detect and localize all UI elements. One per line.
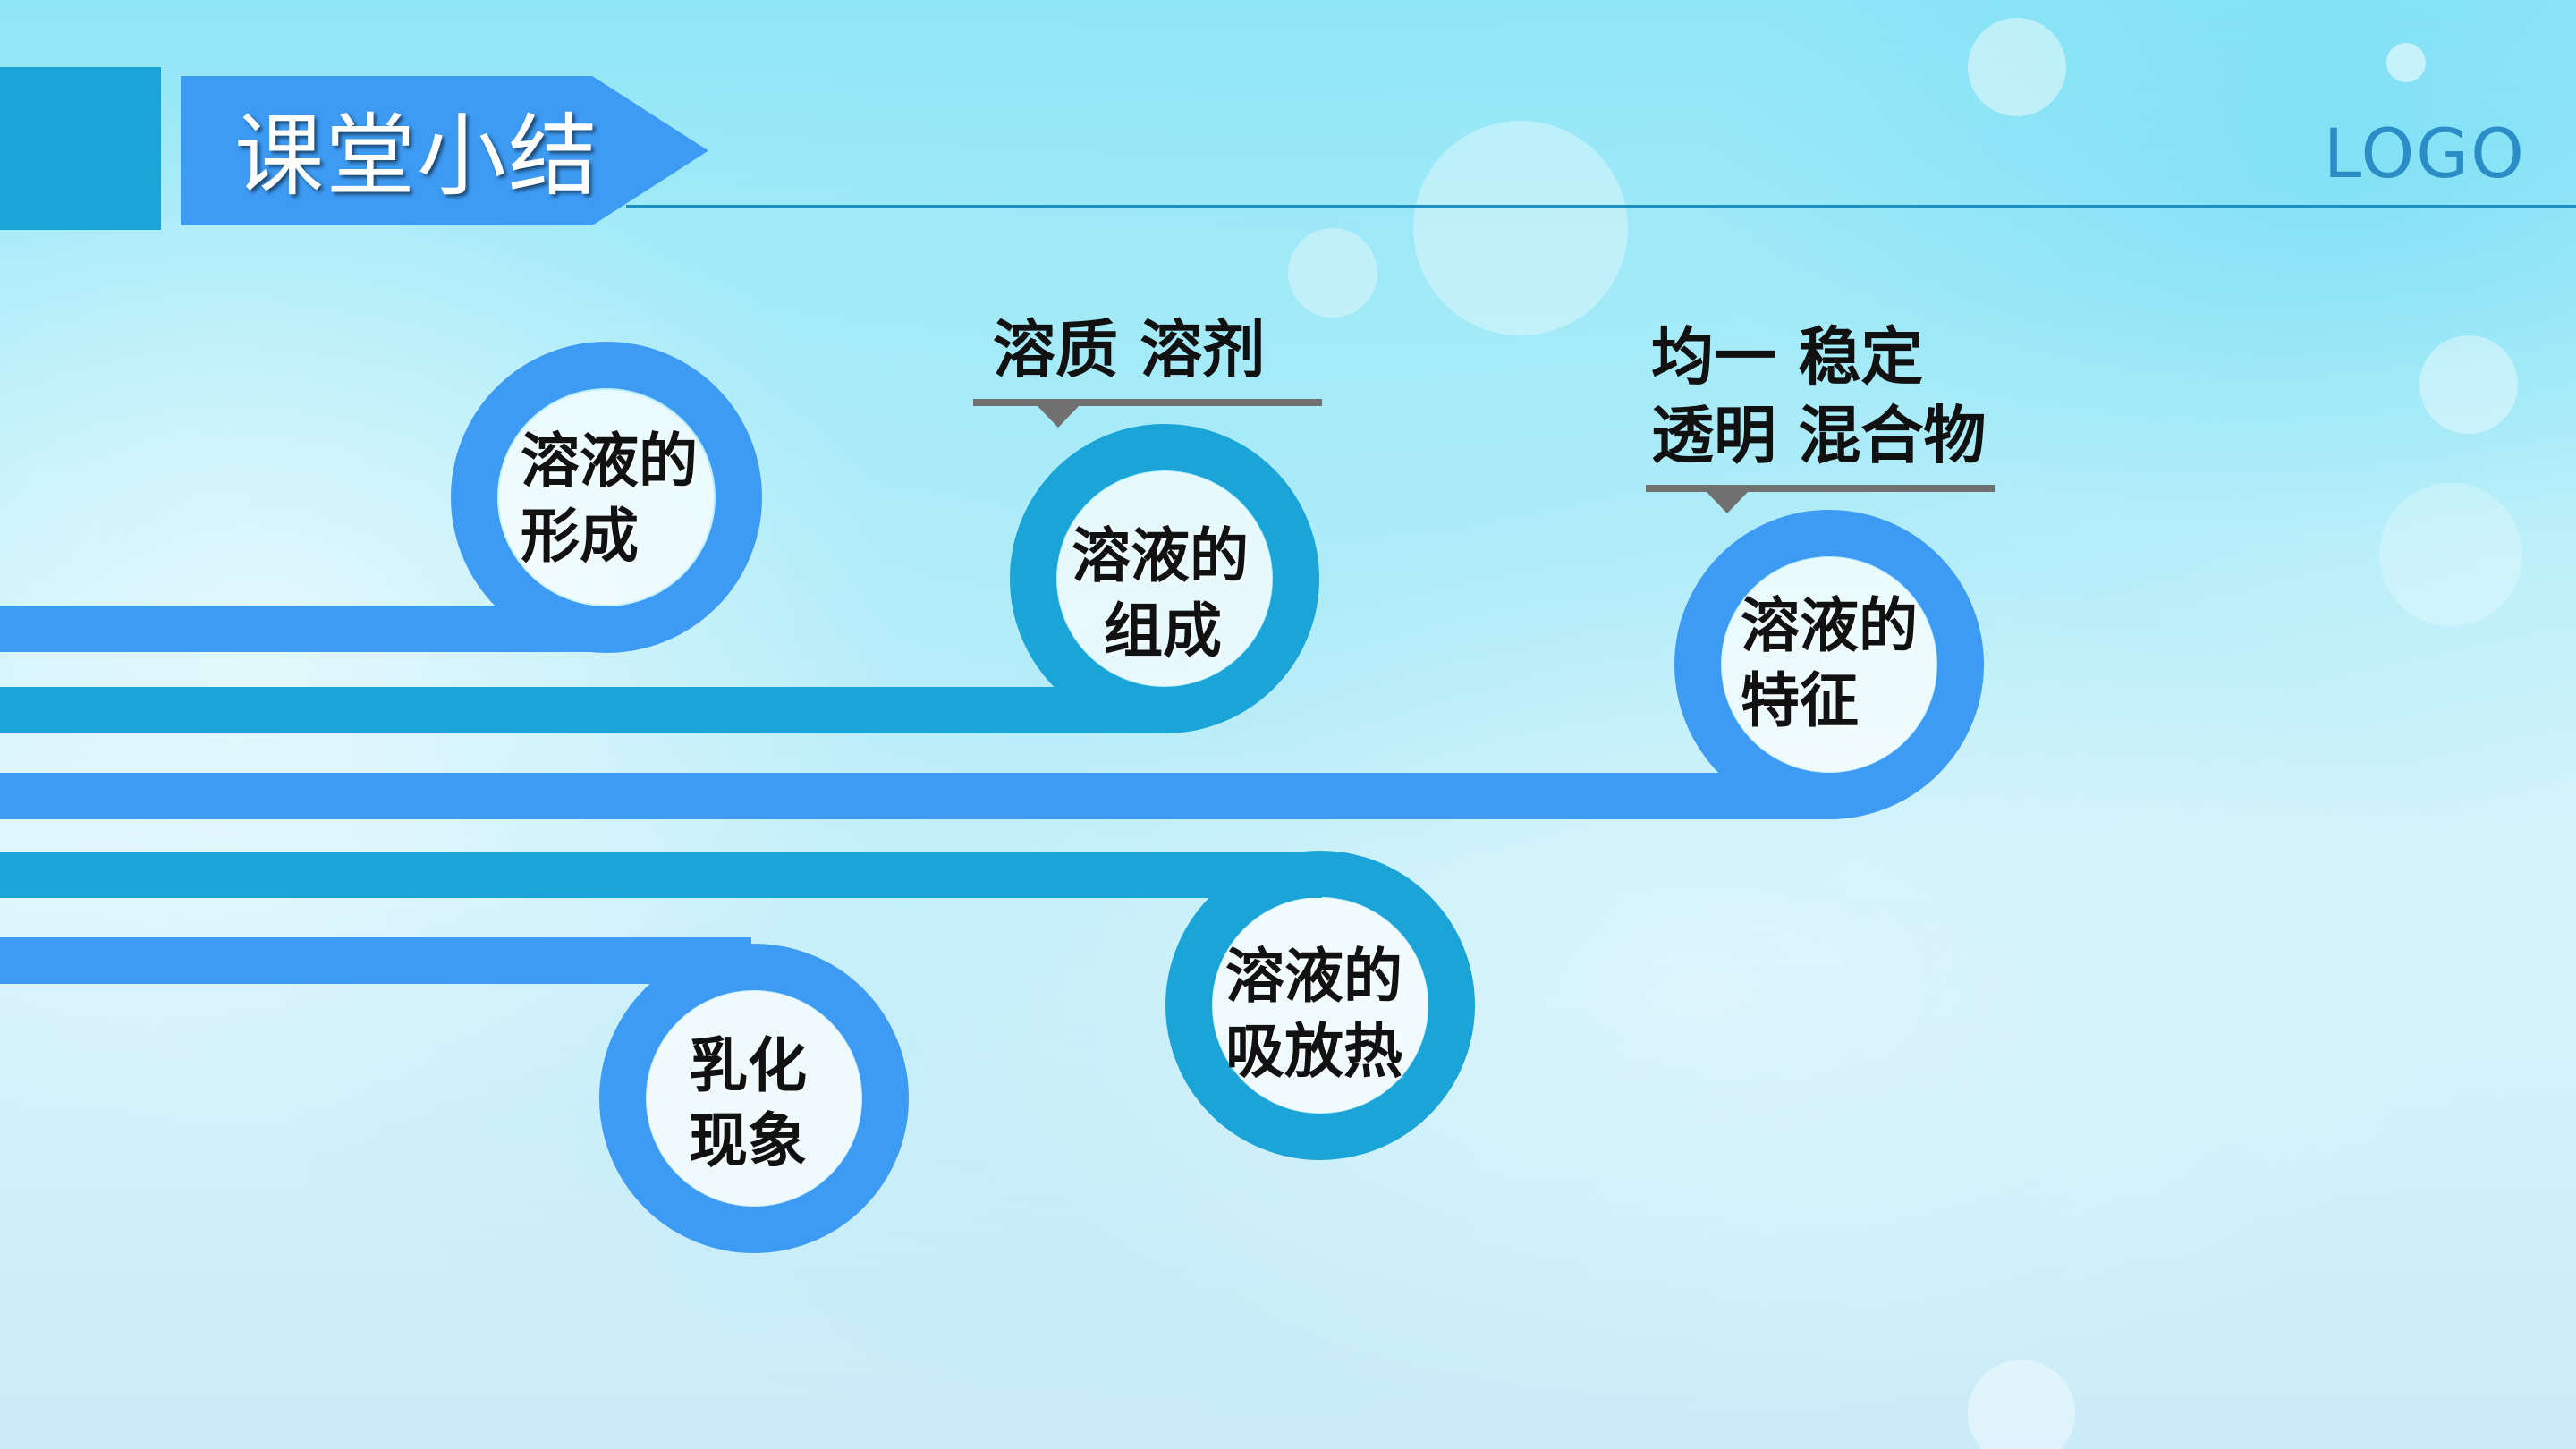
node-formation-line2: 形成 xyxy=(521,502,639,571)
node-emulsion: 乳化 现象 xyxy=(689,1029,807,1179)
title-banner xyxy=(181,76,708,225)
logo: LOGO xyxy=(2323,114,2526,193)
header-square xyxy=(0,67,161,230)
node-emulsion-line1: 乳化 xyxy=(689,1031,807,1100)
node-heat-line2: 吸放热 xyxy=(1225,1017,1402,1086)
pointer-composition xyxy=(973,399,1322,428)
annotation-composition-line1: 溶质 溶剂 xyxy=(993,313,1266,386)
node-heat: 溶液的 吸放热 xyxy=(1225,939,1402,1089)
annotation-features-line2: 透明 混合物 xyxy=(1651,399,1987,472)
node-heat-line1: 溶液的 xyxy=(1225,942,1402,1011)
pointer-features xyxy=(1646,485,1995,513)
annotation-features: 均一 稳定 透明 混合物 xyxy=(1651,318,1986,475)
flow-path-heat xyxy=(0,851,1475,1160)
flow-path-emulsion xyxy=(0,937,909,1253)
node-composition-line1: 溶液的 xyxy=(1072,521,1249,590)
node-formation-line1: 溶液的 xyxy=(521,427,698,496)
page-title: 课堂小结 xyxy=(234,104,599,208)
node-composition: 溶液的 组成 xyxy=(1072,519,1249,669)
annotation-composition: 溶质 溶剂 xyxy=(993,310,1265,389)
node-features: 溶液的 特征 xyxy=(1741,589,1918,739)
flow-path-features xyxy=(0,510,1984,819)
annotation-features-line1: 均一 稳定 xyxy=(1651,320,1924,394)
flow-path-formation xyxy=(0,342,762,653)
node-features-line1: 溶液的 xyxy=(1741,591,1918,660)
flow-path-composition xyxy=(0,424,1319,733)
node-formation: 溶液的 形成 xyxy=(521,424,698,574)
node-composition-line2: 组成 xyxy=(1104,597,1222,665)
header-divider xyxy=(626,205,2576,208)
node-emulsion-line2: 现象 xyxy=(689,1106,807,1175)
node-features-line2: 特征 xyxy=(1741,666,1859,735)
